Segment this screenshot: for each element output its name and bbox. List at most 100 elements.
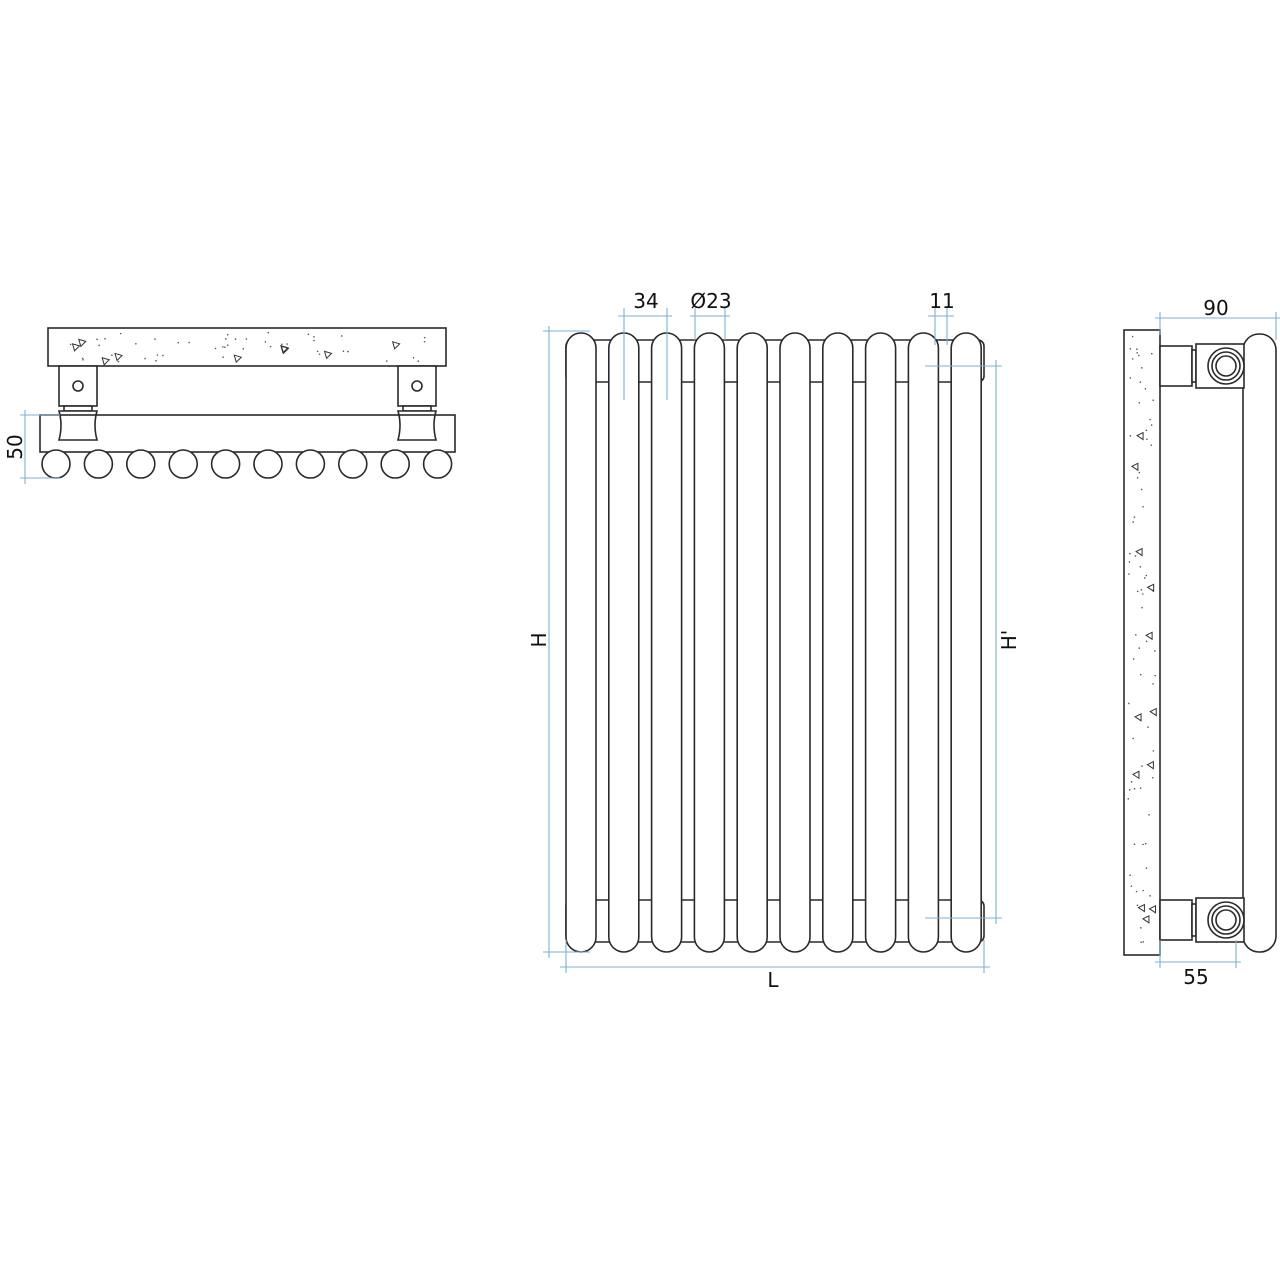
concrete-speck [340,335,343,337]
concrete-speck [1138,647,1141,649]
concrete-speck [1143,577,1146,579]
concrete-speck [1141,367,1143,369]
side-view-bracket-bottom [1159,897,1245,943]
dimension-11-label: 11 [929,289,954,313]
concrete-speck [1144,842,1147,845]
front-view-tube [950,332,983,953]
concrete-aggregate [101,357,111,366]
concrete-speck [1140,488,1143,491]
dimension-55-label: 55 [1183,965,1208,989]
dimension-11: 11 [928,289,955,345]
concrete-speck [316,350,319,353]
concrete-speck [1128,789,1131,791]
concrete-speck [155,359,157,362]
concrete-speck [69,343,72,346]
concrete-speck [385,360,388,362]
side-view-wall [1123,329,1161,956]
concrete-aggregate [1148,904,1157,914]
top-view-bracket-left [57,365,99,441]
dimension-50-label: 50 [3,434,27,459]
top-view-tube [126,449,156,479]
concrete-speck [1142,505,1144,508]
concrete-speck [1130,885,1133,887]
concrete-speck [1146,438,1148,440]
top-view-wall [47,327,447,367]
top-view-tube [422,449,453,479]
concrete-speck [1152,750,1155,752]
concrete-speck [224,346,226,348]
front-view-tube [907,332,940,953]
concrete-aggregate [1135,547,1143,557]
concrete-speck [1129,435,1132,437]
concrete-aggregate [323,350,333,360]
concrete-aggregate [1149,707,1157,717]
concrete-speck [1145,574,1148,577]
concrete-speck [1127,798,1130,800]
concrete-speck [1150,444,1153,446]
concrete-speck [1138,401,1141,404]
concrete-speck [1152,683,1154,685]
concrete-speck [96,338,98,341]
concrete-speck [1139,673,1142,676]
concrete-speck [1138,471,1141,474]
concrete-speck [1148,814,1150,816]
dimension-34-label: 34 [633,289,658,313]
side-view-bracket-top [1159,343,1245,389]
concrete-speck [1142,843,1144,846]
concrete-aggregate [1146,760,1154,770]
concrete-speck [226,333,229,336]
concrete-speck [1134,555,1137,557]
concrete-speck [117,360,120,363]
concrete-speck [222,356,224,358]
concrete-speck [286,343,288,345]
concrete-speck [1129,874,1131,877]
concrete-speck [245,338,248,340]
top-view-tube [168,449,198,479]
concrete-speck [234,338,237,340]
dimension-L-label: L [767,968,779,992]
concrete-speck [1138,354,1140,357]
concrete-aggregate [78,338,87,348]
dimension-H-prime: H' [925,360,1021,924]
front-view-tube [736,332,769,953]
concrete-speck [1135,634,1137,636]
concrete-aggregate [391,341,401,350]
concrete-speck [1140,588,1143,591]
concrete-speck [214,347,217,350]
concrete-speck [342,350,345,353]
concrete-speck [1128,552,1131,555]
concrete-speck [307,333,310,336]
dimension-55: 55 [1155,940,1241,989]
concrete-speck [417,360,420,362]
concrete-aggregate [1141,915,1150,924]
front-view-tube [779,332,811,953]
concrete-speck [1149,418,1151,421]
concrete-speck [162,354,164,357]
concrete-speck [1128,561,1131,563]
concrete-speck [104,337,106,340]
top-view-tube [41,449,71,479]
concrete-speck [1151,352,1153,355]
dimension-H-label: H [527,632,551,647]
concrete-speck [135,343,137,345]
concrete-speck [1144,388,1147,390]
concrete-speck [423,336,426,339]
top-view-tube [83,449,114,479]
concrete-speck [1131,358,1134,360]
concrete-speck [318,353,321,355]
side-view: 90 55 [1123,296,1280,989]
concrete-speck [1133,516,1136,518]
concrete-aggregate [1145,631,1153,641]
concrete-speck [1141,593,1144,595]
concrete-speck [1141,606,1143,609]
concrete-speck [226,344,229,346]
dimension-50: 50 [3,410,60,484]
concrete-speck [313,339,315,342]
concrete-speck [1130,781,1133,783]
concrete-speck [267,331,270,334]
concrete-speck [1142,941,1145,943]
dimension-H-prime-label: H' [997,630,1021,651]
concrete-aggregate [1131,770,1140,780]
